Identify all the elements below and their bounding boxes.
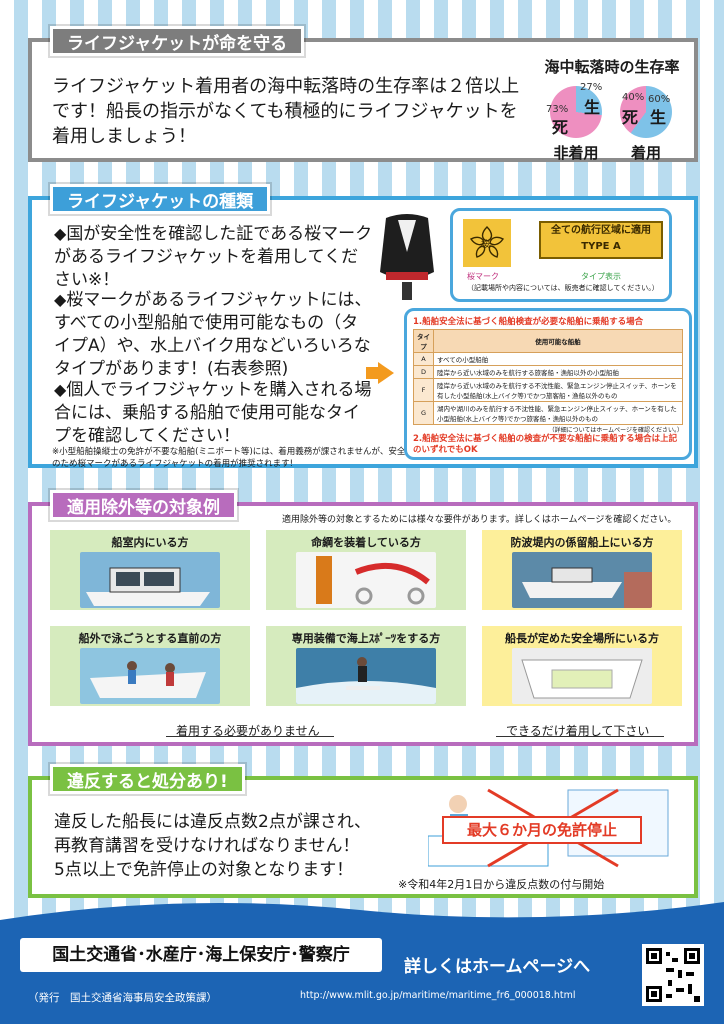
section-lifejacket-types: ライフジャケットの種類 ◆国が安全性を確認した証である桜マークがあるライフジャケ… — [28, 182, 698, 469]
safety-harness-photo — [296, 552, 436, 608]
exemption-card: 船長が定めた安全場所にいる方 — [482, 626, 682, 706]
boat-cabin-photo — [80, 552, 220, 608]
section1-body: ライフジャケット着用者の海中転落時の生存率は２倍以上です！船長の指示がなくても積… — [52, 76, 520, 147]
card-title: 船長が定めた安全場所にいる方 — [505, 632, 659, 645]
sakura-caption: 桜マーク — [467, 272, 499, 281]
exemption-card: 船室内にいる方 — [50, 530, 250, 610]
wear-if-possible-label: できるだけ着用して下さい — [506, 724, 650, 738]
table-footer: 2.船舶安全法に基づく船舶の検査が不要な船舶に乗船する場合は上記のいずれでもOK — [413, 434, 678, 455]
pie-not-wearing-dead-pct: 73% — [546, 104, 569, 115]
bullet-diamond-icon: ◆ — [54, 290, 67, 309]
exemption-card: 船外で泳ごうとする直前の方 — [50, 626, 250, 706]
row-type: G — [413, 401, 434, 425]
section2-footnote: ※小型船舶操縦士の免許が不要な船舶(ミニボート等)には、着用義務が課されませんが… — [52, 447, 406, 469]
pie-wearing-dead-label: 死 — [622, 108, 639, 127]
row-type: D — [413, 365, 434, 379]
pie-not-wearing-caption: 非着用 — [553, 144, 599, 162]
table-detail-note: （詳細についてはホームページを確認ください。） — [548, 427, 683, 434]
pie-not-wearing-live-pct: 27% — [580, 82, 603, 93]
pie-chart-wearing — [620, 86, 672, 138]
underline — [496, 736, 664, 737]
swim-platform-photo — [80, 648, 220, 704]
row-usage: 湖内や湖川のみを航行する不沈性能、緊急エンジン停止スイッチ、ホーンを有した小型船… — [433, 401, 683, 425]
section4-line: 違反した船長には違反点数2点が課され、 — [54, 812, 371, 832]
bullet-item: ◆桜マークがあるライフジャケットには、すべての小型船舶で使用可能なもの（タイプA… — [54, 288, 374, 381]
arrow-right-icon — [378, 362, 394, 384]
type-label-line2: TYPE A — [581, 241, 621, 252]
section4-note: ※令和4年2月1日から違反点数の付与開始 — [398, 878, 605, 891]
exemption-card: 防波堤内の係留船上にいる方 — [482, 530, 682, 610]
max-suspension-stamp: 最大６か月の免許停止 — [442, 816, 642, 844]
lifejacket-illustration — [380, 214, 434, 300]
bullet-text: 桜マークがあるライフジャケットには、すべての小型船舶で使用可能なもの（タイプA）… — [54, 290, 372, 379]
publisher-label: （発行 国土交通省海事局安全政策課） — [28, 992, 217, 1004]
row-usage: すべての小型船舶 — [433, 352, 683, 366]
bullet-text: 個人でライフジャケットを購入される場合には、乗船する船舶で使用可能なタイプを確認… — [54, 380, 372, 446]
pie-not-wearing-live-label: 生 — [584, 98, 601, 117]
card-title: 防波堤内の係留船上にいる方 — [510, 536, 654, 549]
col-usage: 使用可能な船舶 — [433, 329, 683, 353]
section4-line: 5点以上で免許停止の対象となります！ — [54, 860, 354, 880]
no-need-to-wear-label: 着用する必要がありません — [176, 724, 320, 738]
row-usage: 陸岸から近い水域のみを航行する旅客船・漁船以外の小型船舶 — [433, 365, 683, 379]
card-title: 船外で泳ごうとする直前の方 — [78, 632, 222, 645]
section4-body: 違反した船長には違反点数2点が課され、 再教育講習を受けなければなりません！ 5… — [54, 810, 371, 882]
sakura-mark-icon: 桜 — [463, 219, 511, 267]
more-info-heading: 詳しくはホームページへ — [404, 957, 591, 977]
moored-boat-photo — [512, 552, 652, 608]
table-heading: 1.船舶安全法に基づく船舶検査が必要な船舶に乗船する場合 — [413, 317, 644, 327]
section-lifejacket-saves-lives: ライフジャケットが命を守る ライフジャケット着用者の海中転落時の生存率は２倍以上… — [28, 24, 698, 162]
type-label-line1: 全ての航行区域に適用 — [551, 225, 651, 236]
pie-wearing-live-pct: 60% — [648, 94, 671, 105]
section4-line: 再教育講習を受けなければなりません！ — [54, 836, 360, 856]
label-sample-box: 桜 全ての航行区域に適用 TYPE A 桜マーク タイプ表示 （記載場所や内容に… — [450, 208, 672, 302]
pie-not-wearing-dead-label: 死 — [552, 118, 569, 137]
underline — [166, 736, 334, 737]
bullet-item: ◆国が安全性を確認した証である桜マークがあるライフジャケットを着用してください※… — [54, 222, 374, 292]
qr-code-icon[interactable] — [642, 944, 704, 1006]
sakura-glyph: 桜 — [481, 240, 491, 250]
section1-title: ライフジャケットが命を守る — [47, 24, 307, 58]
col-type: タイプ — [413, 329, 434, 353]
pie-wearing-caption: 着用 — [630, 144, 661, 162]
pie-wearing-live-label: 生 — [650, 108, 667, 127]
card-title: 命綱を装着している方 — [311, 536, 421, 549]
card-title: 船室内にいる方 — [111, 536, 189, 549]
bullet-text: 国が安全性を確認した証である桜マークがあるライフジャケットを着用してください※！ — [54, 224, 373, 290]
section3-title: 適用除外等の対象例 — [48, 488, 239, 522]
section3-intro: 適用除外等の対象とするためには様々な要件があります。詳しくはホームページを確認く… — [282, 515, 677, 525]
row-type: A — [413, 352, 434, 366]
bullet-item: ◆個人でライフジャケットを購入される場合には、乗船する船舶で使用可能なタイプを確… — [54, 378, 374, 448]
footer — [0, 920, 724, 1024]
section-exemption-examples: 適用除外等の対象例 適用除外等の対象とするためには様々な要件があります。詳しくは… — [28, 488, 698, 746]
row-usage: 陸岸から近い水域のみを航行する不沈性能、緊急エンジン停止スイッチ、ホーンを有した… — [433, 378, 683, 402]
row-type: F — [413, 378, 434, 402]
bullet-diamond-icon: ◆ — [54, 224, 67, 243]
survival-rate-title: 海中転落時の生存率 — [544, 58, 680, 76]
card-title: 専用装備で海上ｽﾎﾟｰﾂをする方 — [291, 632, 441, 645]
label-note: （記載場所や内容については、販売者に確認してください。） — [467, 284, 659, 292]
ministries-label: 国土交通省･水産庁･海上保安庁･警察庁 — [20, 938, 382, 972]
type-label-sample: 全ての航行区域に適用 TYPE A — [539, 221, 663, 259]
arrow-bar — [366, 367, 378, 379]
type-caption: タイプ表示 — [581, 272, 621, 281]
water-sports-photo — [296, 648, 436, 704]
section-violation-penalty: 違反すると処分あり! 違反した船長には違反点数2点が課され、 再教育講習を受けな… — [28, 762, 698, 898]
exemption-card: 専用装備で海上ｽﾎﾟｰﾂをする方 — [266, 626, 466, 706]
homepage-url[interactable]: http://www.mlit.go.jp/maritime/maritime_… — [300, 990, 576, 1001]
bullet-diamond-icon: ◆ — [54, 380, 67, 399]
section2-title: ライフジャケットの種類 — [47, 182, 273, 216]
section4-title: 違反すると処分あり! — [48, 762, 247, 796]
pie-wearing-dead-pct: 40% — [622, 92, 645, 103]
pie-chart-not-wearing — [550, 86, 602, 138]
lifejacket-type-table: 1.船舶安全法に基づく船舶検査が必要な船舶に乗船する場合 タイプ 使用可能な船舶… — [404, 308, 692, 460]
safe-area-photo — [512, 648, 652, 704]
exemption-card: 命綱を装着している方 — [266, 530, 466, 610]
